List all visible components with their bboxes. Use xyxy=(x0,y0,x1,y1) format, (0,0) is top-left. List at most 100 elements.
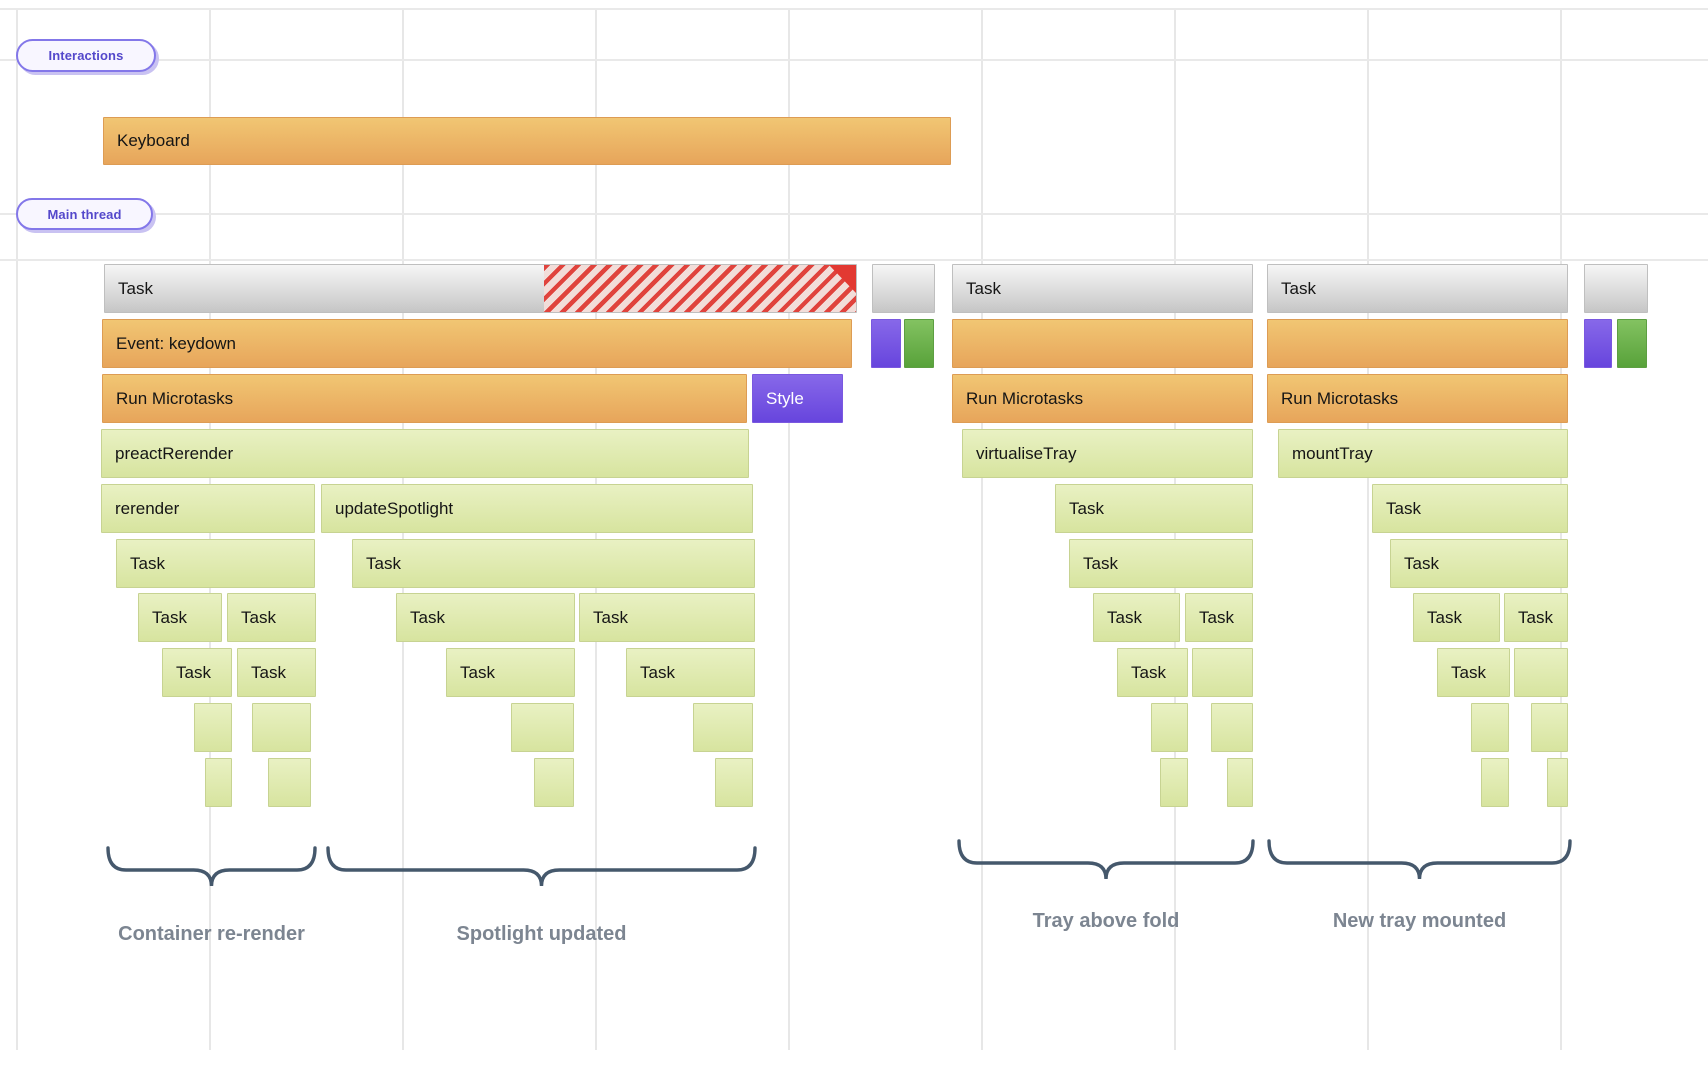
gray-block[interactable] xyxy=(872,264,935,313)
task-bar[interactable]: Task xyxy=(952,264,1253,313)
run-microtasks-bar[interactable]: Run Microtasks xyxy=(1267,374,1568,423)
grid-hline xyxy=(0,59,1708,61)
purple-block[interactable] xyxy=(1584,319,1612,368)
long-task-alert-triangle-icon xyxy=(829,265,856,293)
bar-label: Task xyxy=(410,607,445,627)
track-label-main-thread[interactable]: Main thread xyxy=(16,198,153,230)
bar-label: Task xyxy=(1518,607,1553,627)
bar-label: Run Microtasks xyxy=(966,388,1084,408)
task-bar[interactable]: Task xyxy=(1437,648,1510,697)
lime-block[interactable] xyxy=(534,758,574,807)
green-block[interactable] xyxy=(904,319,934,368)
task-bar[interactable]: Task xyxy=(237,648,316,697)
task-bar[interactable]: Task xyxy=(138,593,222,642)
bar-label: Task xyxy=(1404,553,1439,573)
lime-block[interactable] xyxy=(194,703,232,752)
brace xyxy=(106,846,317,887)
task-bar[interactable]: Task xyxy=(1055,484,1253,533)
bar-label: Task xyxy=(1199,607,1234,627)
style-bar[interactable]: Style xyxy=(752,374,843,423)
bar-label: Run Microtasks xyxy=(1281,388,1399,408)
task-bar[interactable]: Task xyxy=(1504,593,1568,642)
updatespotlight-bar[interactable]: updateSpotlight xyxy=(321,484,753,533)
run-microtasks-bar[interactable]: Run Microtasks xyxy=(102,374,747,423)
bar-label: Task xyxy=(1131,662,1166,682)
lime-block[interactable] xyxy=(1514,648,1568,697)
grid-vline xyxy=(1367,8,1369,1050)
lime-block[interactable] xyxy=(1481,758,1509,807)
event-keydown-bar[interactable]: Event: keydown xyxy=(102,319,852,368)
bar-label: Task xyxy=(241,607,276,627)
bar-label: Task xyxy=(1083,553,1118,573)
task-bar[interactable]: Task xyxy=(1413,593,1500,642)
bar-label: Task xyxy=(1107,607,1142,627)
brace xyxy=(957,839,1255,880)
mounttray-bar[interactable]: mountTray xyxy=(1278,429,1568,478)
lime-block[interactable] xyxy=(1151,703,1188,752)
bar-label: Task xyxy=(966,278,1001,298)
lime-block[interactable] xyxy=(1531,703,1568,752)
gray-block[interactable] xyxy=(1584,264,1648,313)
task-bar[interactable]: Task xyxy=(446,648,575,697)
brace xyxy=(1267,839,1572,880)
task-bar[interactable]: Task xyxy=(1093,593,1180,642)
task-bar[interactable]: Task xyxy=(1372,484,1568,533)
brace xyxy=(326,846,757,887)
lime-block[interactable] xyxy=(1471,703,1509,752)
purple-block[interactable] xyxy=(871,319,901,368)
grid-vline xyxy=(981,8,983,1050)
lime-block[interactable] xyxy=(1211,703,1253,752)
bar-label: Run Microtasks xyxy=(116,388,234,408)
task-bar[interactable]: Task xyxy=(396,593,575,642)
task-bar[interactable]: Task xyxy=(1390,539,1568,588)
virtualisetray-bar[interactable]: virtualiseTray xyxy=(962,429,1253,478)
track-label-interactions[interactable]: Interactions xyxy=(16,39,156,72)
lime-block[interactable] xyxy=(268,758,311,807)
lime-block[interactable] xyxy=(715,758,753,807)
lime-block[interactable] xyxy=(205,758,232,807)
task-bar[interactable]: Task xyxy=(352,539,755,588)
bar-label: virtualiseTray xyxy=(976,443,1077,463)
run-microtasks-bar[interactable]: Run Microtasks xyxy=(952,374,1253,423)
lime-block[interactable] xyxy=(511,703,574,752)
task-bar[interactable]: Task xyxy=(1185,593,1253,642)
task-bar[interactable]: Task xyxy=(1267,264,1568,313)
orange-block[interactable] xyxy=(952,319,1253,368)
grid-hline xyxy=(0,213,1708,215)
caption-container-re-render: Container re-render xyxy=(118,923,305,945)
bar-label: Event: keydown xyxy=(116,333,237,353)
lime-block[interactable] xyxy=(693,703,753,752)
bar-label: Task xyxy=(593,607,628,627)
caption-spotlight-updated: Spotlight updated xyxy=(456,923,627,945)
grid-vline xyxy=(788,8,790,1050)
bar-label: Task xyxy=(176,662,211,682)
track-label-main-thread-text: Main thread xyxy=(47,206,122,222)
task-bar[interactable]: Task xyxy=(1117,648,1188,697)
bar-label: Task xyxy=(1451,662,1486,682)
grid-hline xyxy=(0,8,1708,10)
bar-label: preactRerender xyxy=(115,443,234,463)
bar-label: Task xyxy=(366,553,401,573)
bar-label: Task xyxy=(1386,498,1421,518)
lime-block[interactable] xyxy=(1192,648,1253,697)
lime-block[interactable] xyxy=(252,703,311,752)
lime-block[interactable] xyxy=(1547,758,1568,807)
lime-block[interactable] xyxy=(1227,758,1253,807)
task-bar[interactable]: Task xyxy=(104,264,857,313)
task-bar[interactable]: Task xyxy=(1069,539,1253,588)
orange-block[interactable] xyxy=(1267,319,1568,368)
task-bar[interactable]: Task xyxy=(626,648,755,697)
preactrerender-bar[interactable]: preactRerender xyxy=(101,429,749,478)
task-bar[interactable]: Task xyxy=(116,539,315,588)
task-bar[interactable]: Task xyxy=(162,648,232,697)
bar-label: Task xyxy=(251,662,286,682)
task-bar[interactable]: Task xyxy=(227,593,316,642)
keyboard-interaction-label: Keyboard xyxy=(117,131,190,150)
keyboard-interaction-bar[interactable]: Keyboard xyxy=(103,117,951,165)
rerender-bar[interactable]: rerender xyxy=(101,484,315,533)
lime-block[interactable] xyxy=(1160,758,1188,807)
green-block[interactable] xyxy=(1617,319,1647,368)
task-bar[interactable]: Task xyxy=(579,593,755,642)
long-task-hatch xyxy=(544,265,856,312)
